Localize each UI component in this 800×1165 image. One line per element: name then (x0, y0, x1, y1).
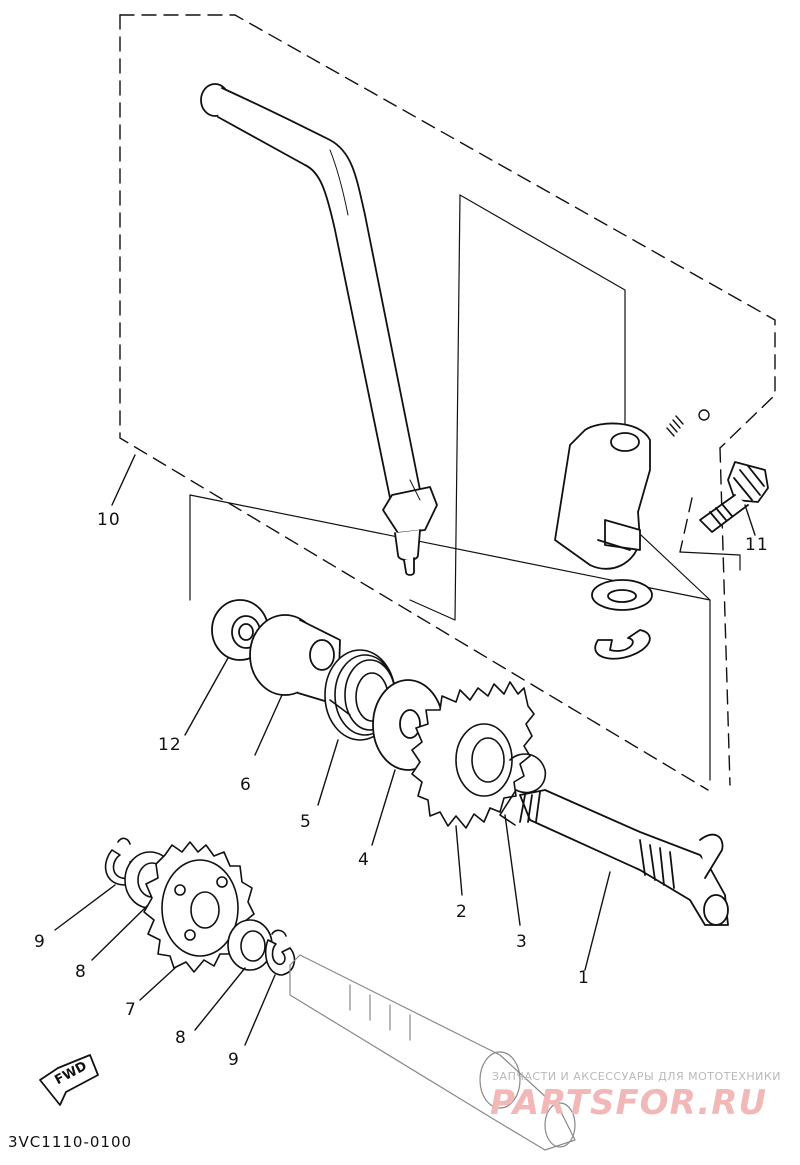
plain-washer (591, 579, 653, 611)
diagram-code: 3VC1110-0100 (8, 1133, 133, 1151)
callout-6: 6 (240, 775, 252, 795)
leader-lines (54, 454, 756, 1046)
spring-detail (666, 409, 710, 437)
callout-11: 11 (745, 535, 769, 555)
kick-crank-lever (200, 83, 438, 576)
fwd-arrow (39, 1054, 99, 1106)
kick-crank-shading (329, 149, 421, 501)
watermark-logo: PARTSFOR.RU (490, 1083, 768, 1123)
circlip-right (264, 929, 296, 976)
callout-9-left: 9 (34, 932, 46, 952)
callout-12: 12 (158, 735, 182, 755)
callout-3: 3 (516, 932, 528, 952)
watermark-tagline: ЗАПЧАСТИ И АКСЕССУАРЫ ДЛЯ МОТОТЕХНИКИ (492, 1070, 781, 1083)
callout-7: 7 (125, 1000, 137, 1020)
kick-boss (554, 422, 651, 570)
callout-8-left: 8 (75, 962, 87, 982)
callout-10: 10 (97, 510, 121, 530)
washer-right (227, 919, 273, 971)
idle-gear (143, 841, 255, 973)
callout-1: 1 (578, 968, 590, 988)
ratchet-wheel (411, 681, 535, 829)
clip (499, 753, 547, 826)
callout-8-right: 8 (175, 1028, 187, 1048)
bolt (699, 461, 769, 533)
collar (249, 614, 341, 706)
circlip (594, 629, 651, 660)
main-shaft (289, 954, 576, 1151)
callout-4: 4 (358, 850, 370, 870)
callout-9-right: 9 (228, 1050, 240, 1070)
callout-5: 5 (300, 812, 312, 832)
boss-subassembly-outline (189, 194, 741, 781)
callout-2: 2 (456, 902, 468, 922)
kick-axle (519, 789, 729, 926)
kick-crank-assembly-outline (119, 14, 776, 791)
